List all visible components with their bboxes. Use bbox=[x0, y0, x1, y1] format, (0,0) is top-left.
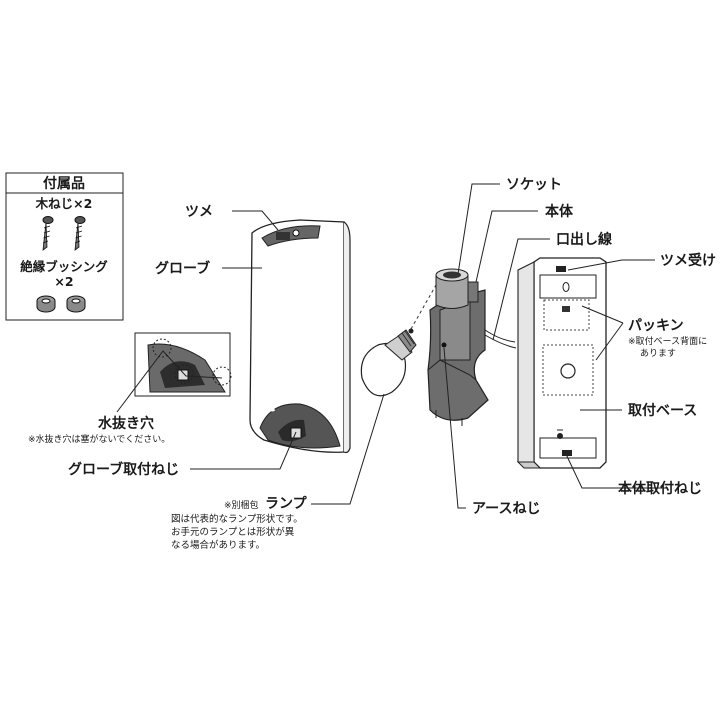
globe-label: グローブ bbox=[155, 260, 210, 277]
lamp-prefix-label: ※別梱包 bbox=[224, 499, 259, 511]
body-illustration bbox=[427, 268, 517, 426]
lamp-illustration bbox=[360, 328, 417, 397]
tsume-label: ツメ bbox=[185, 204, 213, 220]
drain-hole-note: ※水抜き穴は塞がないでください。 bbox=[28, 433, 170, 445]
globe-illustration bbox=[249, 219, 351, 454]
packing-note-line2: あります bbox=[640, 348, 676, 359]
packing-note-line1: ※取付ベース背面に bbox=[628, 335, 707, 347]
wood-screw-icon bbox=[74, 216, 86, 251]
accessories-title: 付属品 bbox=[43, 175, 85, 192]
bushing-label-line1: 絶縁ブッシング bbox=[20, 259, 108, 274]
tsume-receiver-label: ツメ受け bbox=[660, 252, 716, 269]
body-screw-label: 本体取付ねじ bbox=[618, 480, 702, 497]
wood-screw-label: 木ねじ×2 bbox=[35, 196, 93, 211]
accessories-box: 付属品 木ねじ×2 絶縁ブッシング ×2 bbox=[5, 172, 124, 321]
wood-screw-icon bbox=[42, 216, 54, 251]
socket-label: ソケット bbox=[506, 177, 562, 193]
bushing-icon bbox=[36, 295, 56, 313]
earth-screw-label: アースねじ bbox=[472, 501, 540, 517]
leader-lines bbox=[116, 183, 668, 509]
lamp-socket-guide bbox=[410, 284, 437, 330]
lead-wire-label: 口出し線 bbox=[556, 231, 612, 248]
lamp-note-line1: 図は代表的なランプ形状です。 bbox=[171, 513, 303, 525]
body-label: 本体 bbox=[545, 203, 574, 220]
lamp-label: ランプ bbox=[265, 496, 308, 512]
drain-hole-label: 水抜き穴 bbox=[98, 415, 154, 432]
bushing-icon bbox=[66, 295, 86, 313]
globe-screw-label: グローブ取付ねじ bbox=[68, 461, 179, 478]
lamp-note-line2: お手元のランプとは形状が異 bbox=[171, 526, 295, 538]
drain-hole-inset bbox=[134, 332, 232, 397]
packing-label: パッキン bbox=[628, 318, 684, 334]
lamp-note-line3: なる場合があります。 bbox=[171, 539, 265, 551]
mount-base-illustration bbox=[516, 257, 607, 469]
bushing-label-line2: ×2 bbox=[54, 274, 73, 289]
mount-base-label: 取付ベース bbox=[628, 402, 697, 419]
